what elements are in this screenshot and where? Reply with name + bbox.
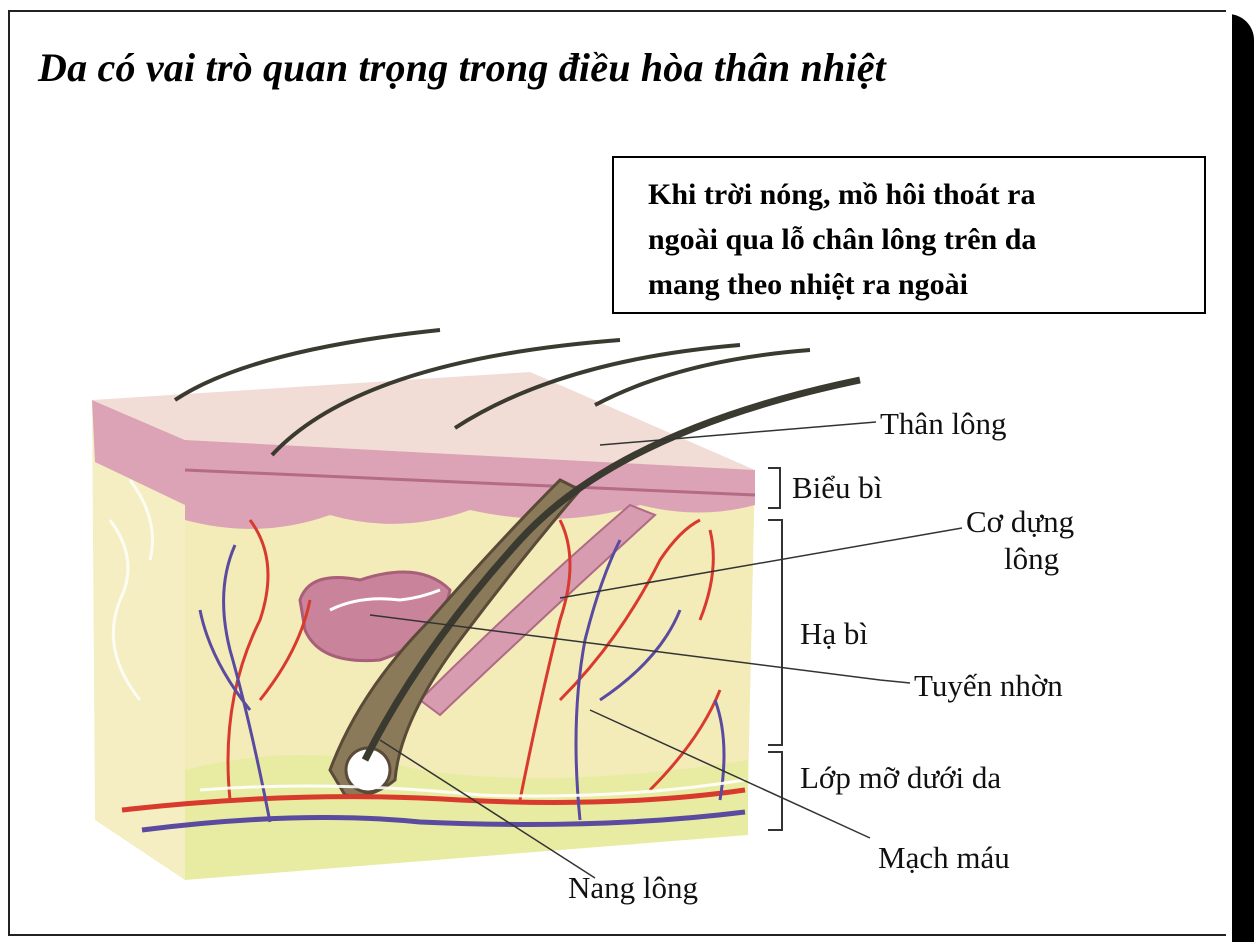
label-ha-bi: Hạ bì bbox=[800, 618, 868, 649]
label-than-long: Thân lông bbox=[880, 408, 1007, 439]
label-bieu-bi: Biểu bì bbox=[792, 472, 882, 503]
label-nang-long: Nang lông bbox=[568, 872, 698, 903]
label-tuyen-nhon: Tuyến nhờn bbox=[914, 670, 1063, 701]
label-co-dung-long-line2: lông bbox=[1004, 543, 1059, 574]
bracket-fat bbox=[768, 752, 782, 830]
label-lop-mo-duoi-da: Lớp mỡ dưới da bbox=[800, 762, 1001, 793]
label-mach-mau: Mạch máu bbox=[878, 842, 1010, 873]
bracket-dermis bbox=[768, 520, 782, 745]
label-co-dung-long-line1: Cơ dựng bbox=[966, 506, 1074, 537]
bracket-epidermis bbox=[768, 468, 780, 508]
